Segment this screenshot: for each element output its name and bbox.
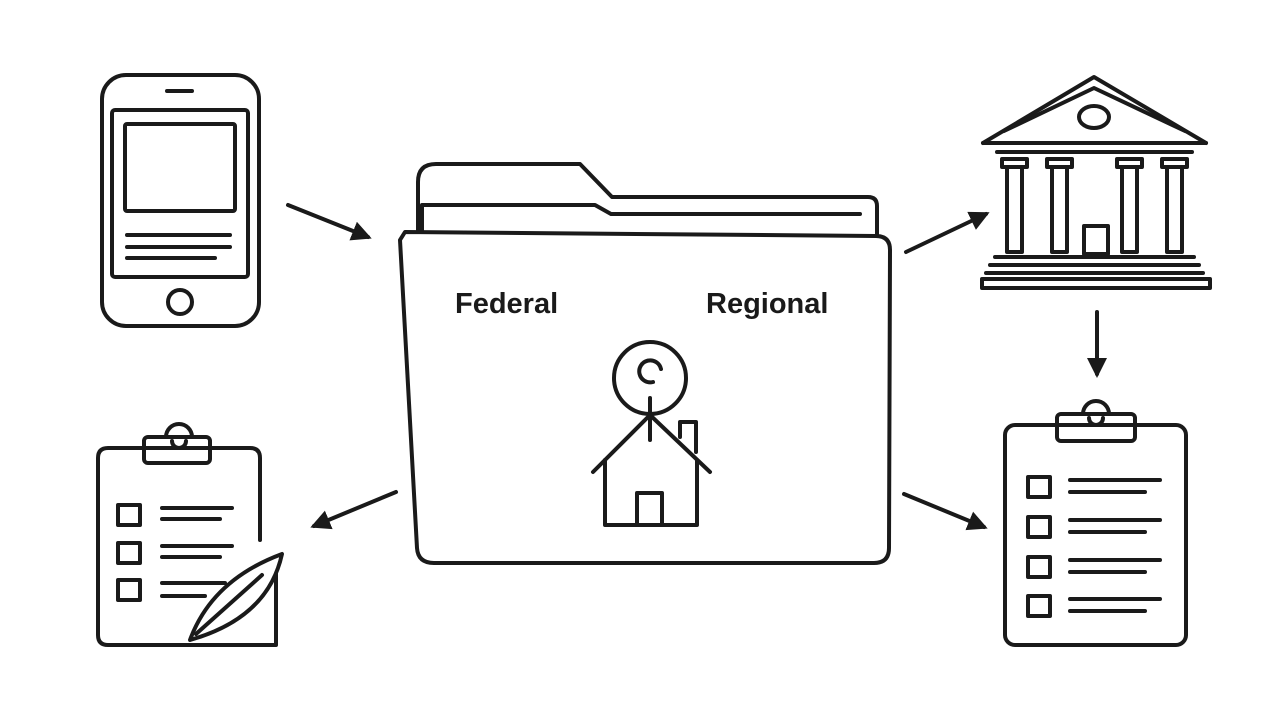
signed-clipboard-icon	[96, 422, 284, 647]
folder-icon	[398, 162, 892, 565]
folder-label-regional: Regional	[706, 288, 828, 320]
government-building-icon	[980, 75, 1212, 290]
arrow-phone-to-folder	[286, 203, 372, 241]
arrow-folder-to-checklist	[902, 492, 988, 531]
folder-label-federal: Federal	[455, 288, 558, 320]
arrow-folder-to-signed-form	[310, 490, 398, 530]
smartphone-icon	[100, 73, 261, 328]
arrow-folder-to-government	[904, 211, 990, 254]
checklist-clipboard-icon	[1003, 399, 1188, 647]
house-key-icon	[591, 340, 712, 527]
